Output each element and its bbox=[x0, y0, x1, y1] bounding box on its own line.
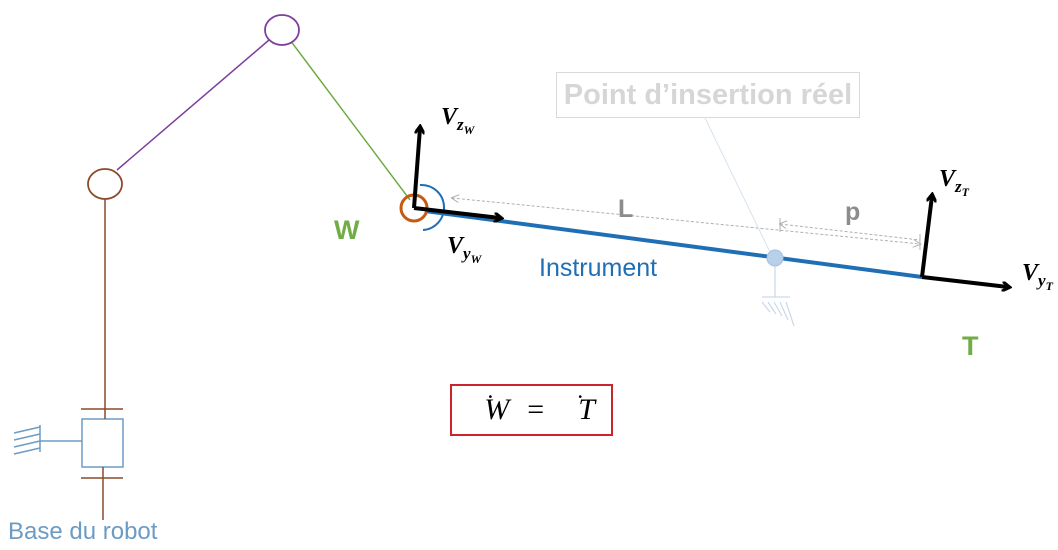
link-purple bbox=[116, 39, 270, 171]
vzt-arrow bbox=[920, 196, 932, 278]
depth-dimension bbox=[780, 224, 921, 241]
vzw-arrow bbox=[412, 128, 420, 209]
insertion-point bbox=[766, 249, 784, 267]
wrist-rotation-arc bbox=[419, 183, 445, 231]
velocity-equation: ˙ W = ˙ T bbox=[450, 384, 613, 436]
link-green bbox=[289, 39, 411, 201]
length-label: L bbox=[618, 195, 633, 223]
base-label: Base du robot bbox=[8, 518, 158, 545]
depth-label: p bbox=[845, 198, 860, 226]
equation-right-dot: ˙ bbox=[575, 390, 585, 419]
base-block bbox=[81, 418, 124, 468]
base-ground-hatch bbox=[13, 425, 82, 455]
joint-shoulder bbox=[87, 168, 123, 200]
joint-elbow bbox=[264, 14, 300, 46]
wrist-label: W bbox=[334, 215, 360, 245]
vyw-label: VyW bbox=[447, 233, 483, 266]
insertion-ground-hatch bbox=[761, 266, 795, 327]
insertion-leader bbox=[704, 117, 771, 253]
equation-operator: = bbox=[527, 393, 545, 426]
insertion-point-label: Point d’insertion réel bbox=[556, 72, 860, 118]
equation-right: ˙ T bbox=[575, 390, 595, 427]
equation-left-dot: ˙ bbox=[485, 390, 495, 419]
vzw-label: VzW bbox=[441, 104, 476, 137]
vyw-arrow bbox=[413, 206, 500, 218]
vzt-label: VzT bbox=[939, 166, 970, 199]
instrument-label: Instrument bbox=[539, 254, 657, 282]
base-column bbox=[81, 199, 123, 520]
equation-left: ˙ W bbox=[484, 390, 510, 427]
vyt-label: VyT bbox=[1022, 260, 1054, 293]
length-dimension bbox=[452, 198, 920, 244]
tip-label: T bbox=[962, 331, 979, 361]
vyt-arrow bbox=[921, 275, 1008, 287]
